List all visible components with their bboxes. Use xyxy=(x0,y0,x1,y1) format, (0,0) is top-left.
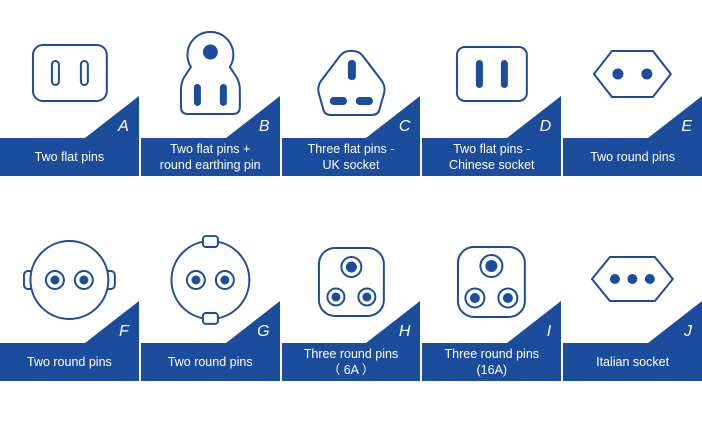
corner-triangle xyxy=(84,96,139,138)
plug-card-j: J Italian socket xyxy=(563,215,702,381)
label-line: Two flat pins + xyxy=(170,141,251,156)
corner-triangle xyxy=(647,96,702,138)
plug-drawing-area: D xyxy=(422,10,562,138)
three-round-pins-6a-icon xyxy=(317,247,385,317)
plug-drawing-area: C xyxy=(281,10,421,138)
french-socket-icon xyxy=(22,240,116,320)
plug-card-d: D Two flat pins - Chinese socket xyxy=(422,10,562,176)
type-a-two-flat-pins-icon xyxy=(31,44,108,102)
label-line: round earthing pin xyxy=(159,158,261,172)
row-bottom: F Two round pins G xyxy=(0,215,702,381)
italian-socket-icon xyxy=(591,256,675,302)
corner-triangle xyxy=(366,301,421,343)
plug-card-b: B Two flat pins + round earthing pin xyxy=(140,10,280,176)
card-letter: C xyxy=(398,118,411,135)
card-letter: B xyxy=(258,118,270,135)
label-line: (16A) xyxy=(476,363,508,377)
card-label: Two round pins xyxy=(140,343,280,381)
card-letter: F xyxy=(119,323,129,340)
corner-triangle xyxy=(225,301,280,343)
label-line: Chinese socket xyxy=(449,158,535,172)
label-line: Two round pins xyxy=(27,354,112,369)
three-round-pins-16a-icon xyxy=(457,246,527,318)
plug-drawing-area: G xyxy=(140,215,280,343)
plug-card-h: H Three round pins （ 6A ） xyxy=(281,215,421,381)
card-label: Two flat pins - Chinese socket xyxy=(422,138,562,176)
plug-drawing-area: A xyxy=(0,10,139,138)
label-line: Italian socket xyxy=(596,354,670,369)
plug-drawing-area: J xyxy=(563,215,702,343)
card-label: Three round pins （ 6A ） xyxy=(281,343,421,381)
card-label: Three round pins (16A) xyxy=(422,343,562,381)
label-line: UK socket xyxy=(322,158,380,172)
card-label: Two flat pins + round earthing pin xyxy=(140,138,280,176)
card-letter: D xyxy=(539,118,552,135)
card-letter: H xyxy=(398,323,411,340)
card-label: Three flat pins - UK socket xyxy=(281,138,421,176)
card-label: Two round pins xyxy=(0,343,139,381)
type-b-flat-pins-earth-icon xyxy=(179,30,241,115)
plug-card-f: F Two round pins xyxy=(0,215,139,381)
label-line: Two round pins xyxy=(590,149,675,164)
card-label: Two flat pins xyxy=(0,138,139,176)
plug-card-a: A Two flat pins xyxy=(0,10,139,176)
card-letter: A xyxy=(118,118,129,135)
label-line: Three flat pins - xyxy=(307,141,395,156)
card-letter: E xyxy=(681,118,692,135)
plug-card-e: E Two round pins xyxy=(563,10,702,176)
plug-card-i: I Three round pins (16A) xyxy=(422,215,562,381)
plug-drawing-area: I xyxy=(422,215,562,343)
card-label: Italian socket xyxy=(563,343,702,381)
label-line: （ 6A ） xyxy=(327,363,375,377)
corner-triangle xyxy=(84,301,139,343)
chinese-socket-icon xyxy=(456,46,529,102)
label-line: Two flat pins - xyxy=(453,141,531,156)
corner-triangle xyxy=(225,96,280,138)
corner-triangle xyxy=(366,96,421,138)
plug-card-g: G Two round pins xyxy=(140,215,280,381)
plug-drawing-area: H xyxy=(281,215,421,343)
corner-triangle xyxy=(507,96,562,138)
europlug-two-round-pins-icon xyxy=(593,50,673,98)
label-line: Three round pins xyxy=(444,346,540,361)
plug-drawing-area: E xyxy=(563,10,702,138)
label-line: Two round pins xyxy=(167,354,253,369)
label-line: Two flat pins xyxy=(34,149,105,164)
card-letter: G xyxy=(257,323,270,340)
plug-drawing-area: B xyxy=(140,10,280,138)
schuko-socket-icon xyxy=(170,235,251,325)
row-top: A Two flat pins B Two flat pins + r xyxy=(0,10,702,176)
plug-card-c: C Three flat pins - UK socket xyxy=(281,10,421,176)
label-line: Three round pins xyxy=(303,346,399,361)
corner-triangle xyxy=(647,301,702,343)
card-letter: J xyxy=(683,323,692,340)
card-label: Two round pins xyxy=(563,138,702,176)
corner-triangle xyxy=(507,301,562,343)
card-letter: I xyxy=(546,323,552,340)
plug-drawing-area: F xyxy=(0,215,139,343)
